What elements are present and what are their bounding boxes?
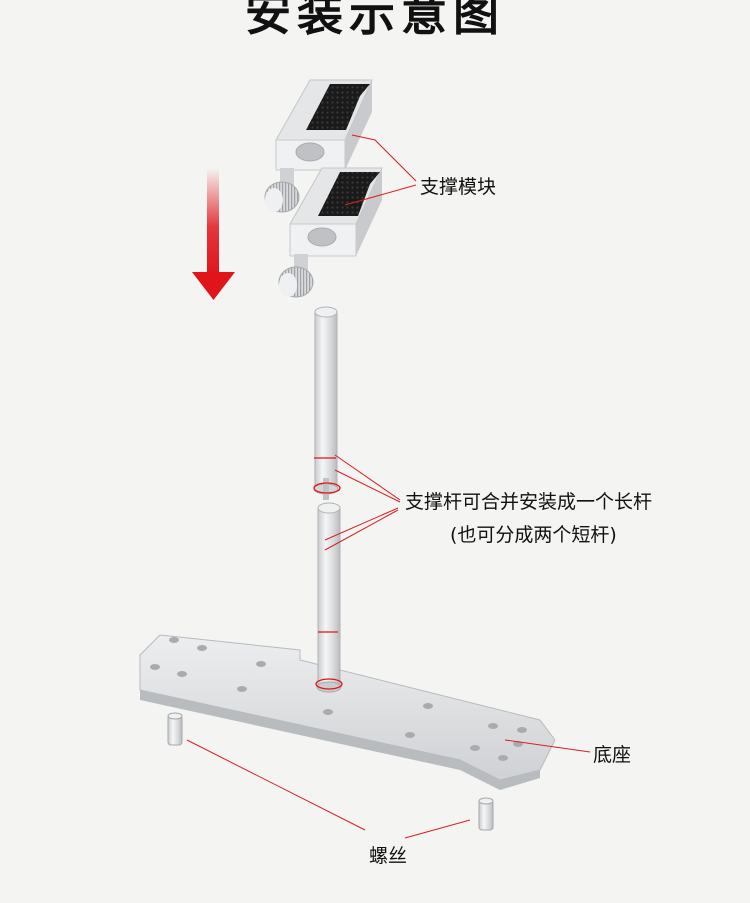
- leader-lines: [186, 134, 591, 839]
- label-support-rod-note: (也可分成两个短杆): [450, 524, 617, 546]
- joint-markers: [313, 457, 343, 690]
- screw-left: [167, 712, 183, 746]
- label-support-module: 支撑模块: [420, 176, 497, 198]
- down-arrow-icon: [192, 168, 235, 300]
- base-plate: [139, 634, 556, 790]
- support-rod-upper: [314, 306, 338, 491]
- label-support-rod: 支撑杆可合并安装成一个长杆: [405, 491, 653, 513]
- screw-right: [478, 797, 494, 831]
- label-screws: 螺丝: [369, 845, 408, 867]
- label-base: 底座: [593, 744, 632, 766]
- support-module-lower: [278, 167, 383, 298]
- diagram-title: 安装示意图: [245, 0, 505, 41]
- support-rod-lower: [316, 502, 342, 693]
